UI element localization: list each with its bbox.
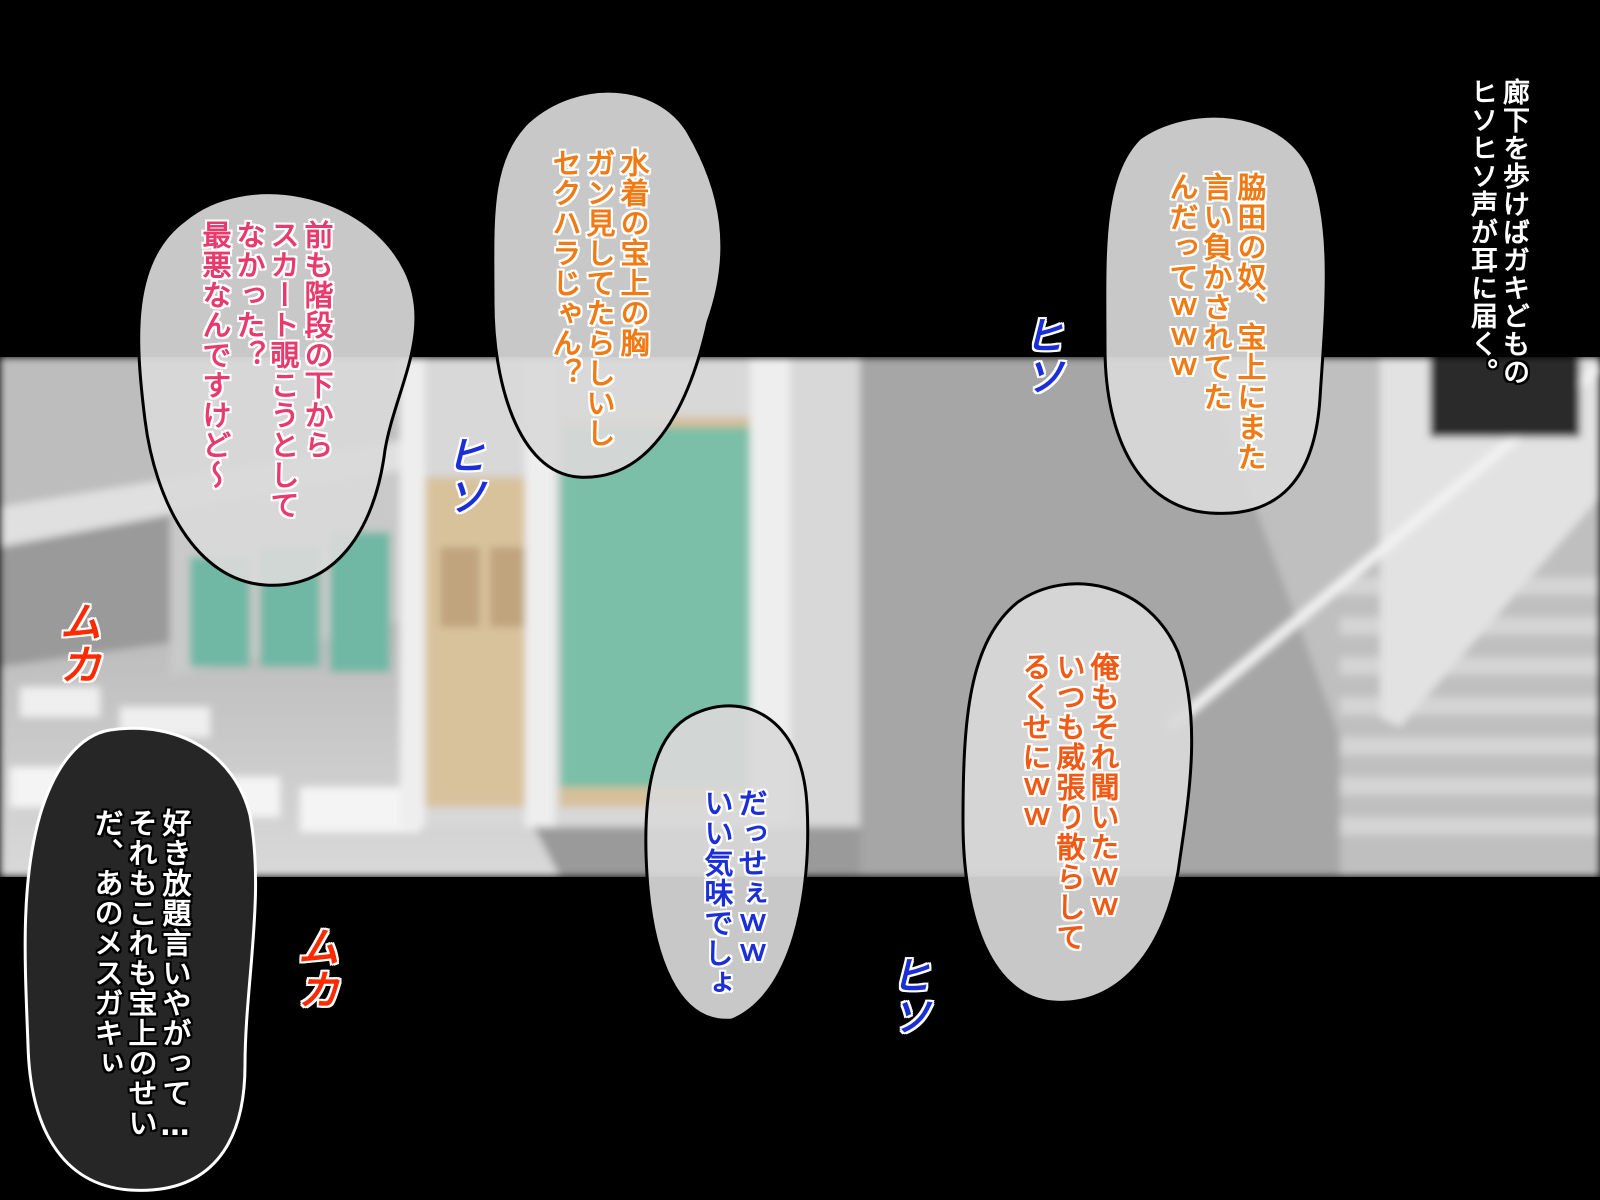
bubble-3-line-1: 脇田の奴、宝上にまた [1233,172,1267,472]
bubble-3-line-2: 言い負かされてた [1199,172,1233,412]
bubble-1-line-3: なかった？ [232,220,266,370]
bubble-3-line-3: んだってｗｗｗ [1165,172,1199,382]
bubble-1-line-1: 前も階段の下から [300,220,334,460]
speech-bubble-4 [961,582,1194,1004]
speech-bubble-1 [137,191,418,587]
speech-bubble-2 [491,89,724,479]
thought-line-2: それもこれも宝上のせい [124,808,158,1138]
speech-bubble-2-text: 水着の宝上の胸 ガン見してたらしいし セクハラじゃん？ [548,148,650,448]
speech-bubble-3 [1103,114,1328,515]
bubble-2-line-2: ガン見してたらしいし [582,148,616,448]
speech-bubble-4-text: 俺もそれ聞いたｗｗ いつも威張り散らして るくせにｗｗ [1018,652,1120,952]
narration-box: 廊下を歩けばガキどもの ヒソヒソ声が耳に届く。 [1465,78,1529,386]
bubble-1-line-2: スカート覗こうとして [266,220,300,520]
bubble-4-line-2: いつも威張り散らして [1052,652,1086,952]
sfx-muka-2: ムカ [291,925,340,1011]
thought-line-3: だ、あのメスガキぃ [90,808,124,1078]
speech-bubble-5-text: だっせぇｗｗ いい気味でしょ [700,788,768,998]
sfx-whisper-1: ヒソ [439,435,485,517]
bubble-4-line-3: るくせにｗｗ [1018,652,1052,832]
sfx-whisper-3: ヒソ [884,955,930,1037]
narration-line-1: 廊下を歩けばガキどもの [1498,78,1529,386]
narration-line-2: ヒソヒソ声が耳に届く。 [1466,78,1497,386]
sfx-whisper-2: ヒソ [1017,315,1063,397]
thought-bubble-text: 好き放題言いやがって… それもこれも宝上のせい だ、あのメスガキぃ [90,808,192,1143]
thought-bubble [23,726,258,1192]
speech-bubble-3-text: 脇田の奴、宝上にまた 言い負かされてた んだってｗｗｗ [1165,172,1267,472]
bubble-2-line-1: 水着の宝上の胸 [616,148,650,358]
speech-bubble-1-text: 前も階段の下から スカート覗こうとして なかった？ 最悪なんですけど～ [198,220,334,520]
bubble-2-line-3: セクハラじゃん？ [548,148,582,388]
bubble-5-line-1: だっせぇｗｗ [734,788,768,968]
bubble-4-line-1: 俺もそれ聞いたｗｗ [1086,652,1120,922]
bubble-1-line-4: 最悪なんですけど～ [198,220,232,490]
sfx-muka-1: ムカ [53,600,102,686]
thought-line-1: 好き放題言いやがって… [158,808,192,1143]
bubble-5-line-2: いい気味でしょ [700,788,734,998]
speech-bubble-5 [644,704,810,1022]
